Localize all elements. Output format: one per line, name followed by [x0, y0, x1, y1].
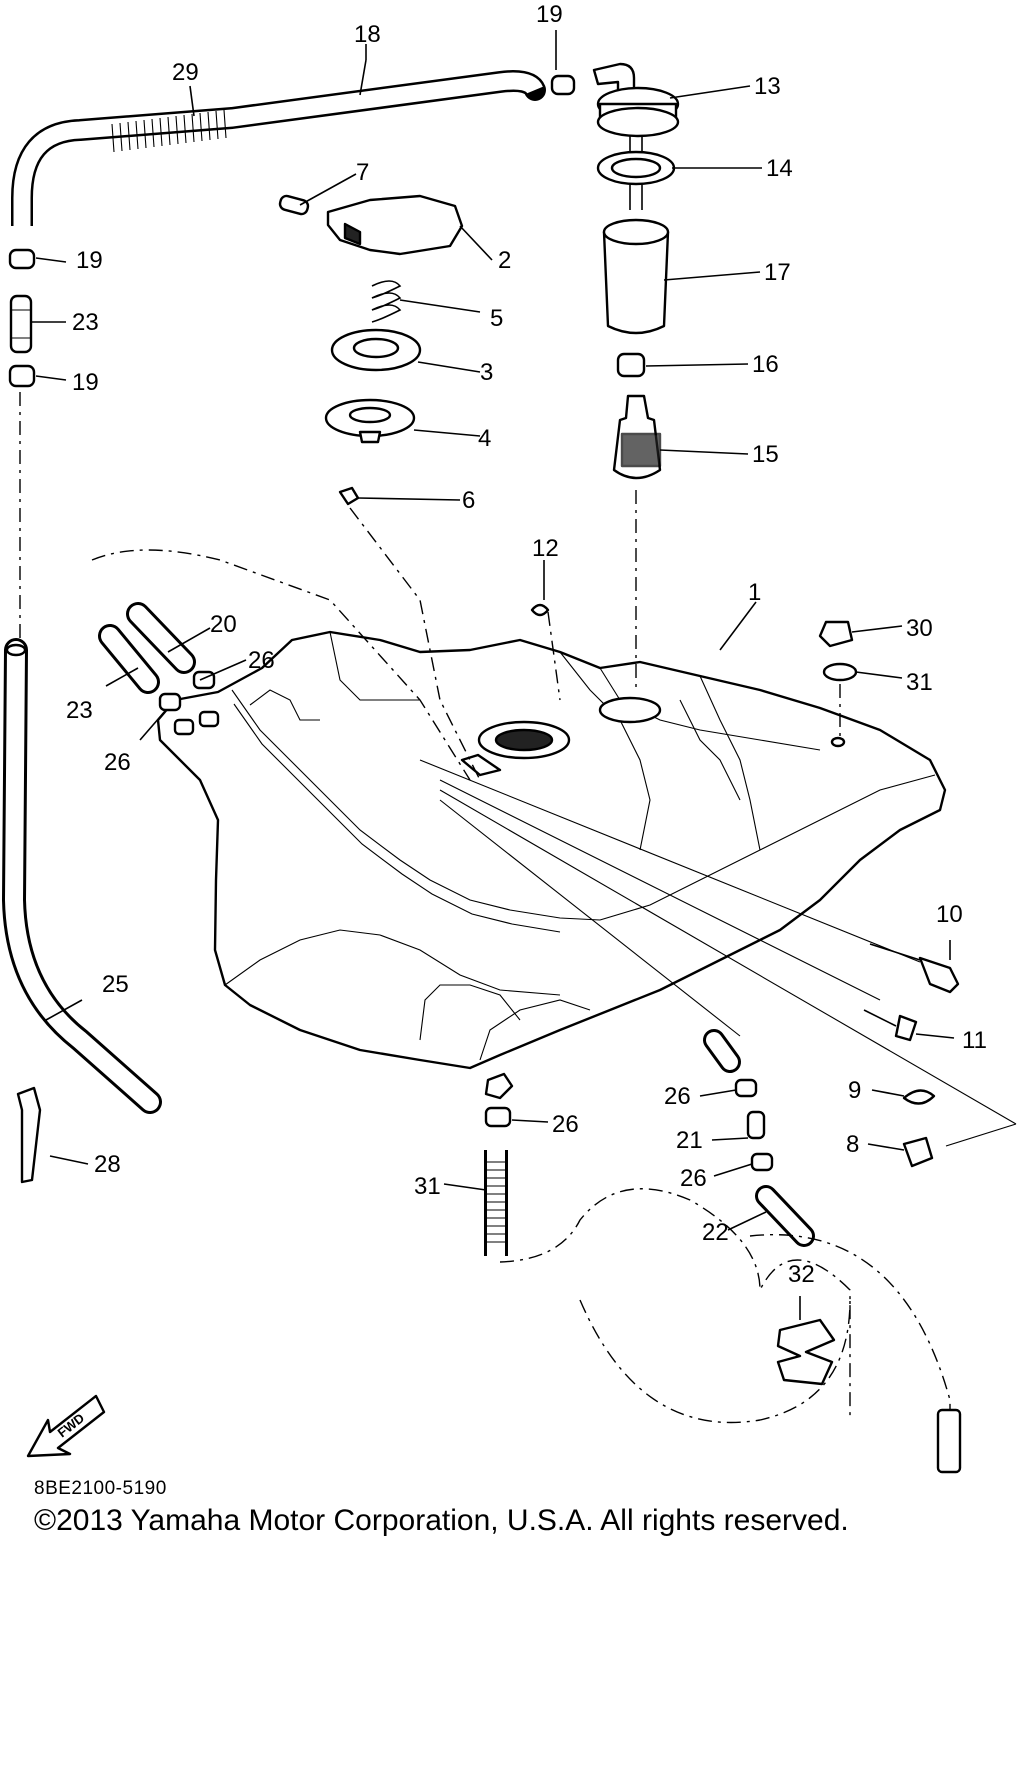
- callout-labels: 18 19 13 14 17 16 15 29 7 2 5 3 4 6 19 2…: [66, 1, 987, 1288]
- leader-lines: [32, 30, 955, 1320]
- callout-19-top: 19: [536, 1, 563, 28]
- hose-clamp-32: [776, 1318, 836, 1386]
- callout-30: 29: [172, 59, 199, 86]
- filler-cap-parts: [278, 194, 481, 781]
- callout-1: 1: [748, 579, 761, 606]
- callout-6: 6: [462, 487, 475, 514]
- callout-26-a: 26: [248, 647, 275, 674]
- callout-20: 20: [210, 611, 237, 638]
- callout-22: 22: [702, 1219, 729, 1246]
- band-strap: [16, 1086, 42, 1184]
- callout-2: 2: [498, 247, 511, 274]
- fuel-outlet-chain: [439, 799, 815, 1247]
- callout-12: 12: [532, 535, 559, 562]
- callout-7: 7: [356, 159, 369, 186]
- small-hoses: [91, 549, 471, 781]
- callout-3: 3: [480, 359, 493, 386]
- callout-17: 17: [764, 259, 791, 286]
- copyright-notice: ©2013 Yamaha Motor Corporation, U.S.A. A…: [34, 1504, 849, 1537]
- hose-end-piece: [936, 1408, 962, 1474]
- callout-13: 13: [754, 73, 781, 100]
- callout-26-d: 26: [680, 1165, 707, 1192]
- callout-21: 21: [676, 1127, 703, 1154]
- callout-19-left-a: 19: [76, 247, 103, 274]
- callout-24: 23: [72, 309, 99, 336]
- callout-14: 14: [766, 155, 793, 182]
- callout-29: 28: [94, 1151, 121, 1178]
- hose-holders: [439, 789, 1017, 1168]
- corrugated-hose-section: [111, 109, 227, 153]
- fwd-arrow-icon: FWD: [26, 1394, 106, 1458]
- diagram-code: 8BE2100-5190: [34, 1478, 167, 1499]
- callout-4: 4: [478, 425, 491, 452]
- callout-15: 15: [752, 441, 779, 468]
- drain-hose-parts: [484, 1106, 951, 1424]
- vent-hose-assembly: [1, 70, 546, 1114]
- callout-26-e: 26: [552, 1111, 579, 1138]
- callout-18: 18: [354, 21, 381, 48]
- retaining-clip: [530, 603, 550, 617]
- spring: [371, 280, 402, 323]
- bolts: [419, 759, 960, 1042]
- callout-5: 5: [490, 305, 503, 332]
- callout-27: 30: [906, 615, 933, 642]
- callout-23: 23: [66, 697, 93, 724]
- callout-11: 11: [962, 1027, 987, 1054]
- callout-19-left-b: 19: [72, 369, 99, 396]
- grommet-parts: [818, 620, 858, 736]
- callout-31: 31: [414, 1173, 441, 1200]
- callout-16: 16: [752, 351, 779, 378]
- callout-32: 32: [788, 1261, 815, 1288]
- callout-8: 8: [846, 1131, 859, 1158]
- callout-25: 25: [102, 971, 129, 998]
- callout-9: 9: [848, 1077, 861, 1104]
- callout-28: 31: [906, 669, 933, 696]
- fuel-tank: [156, 630, 947, 1100]
- fuel-sender-parts: [592, 62, 680, 690]
- callout-26-c: 26: [664, 1083, 691, 1110]
- hose-clip: [550, 74, 576, 96]
- callout-26-b: 26: [104, 749, 131, 776]
- callout-10: 10: [936, 901, 963, 928]
